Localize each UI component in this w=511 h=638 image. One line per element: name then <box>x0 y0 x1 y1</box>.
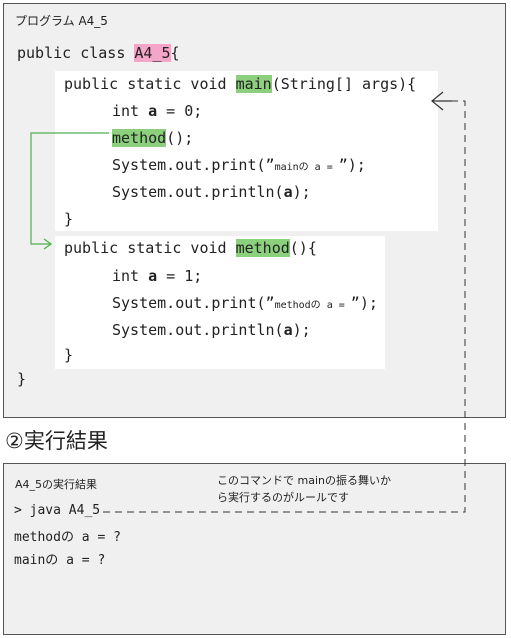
main-statement-call: method(); <box>112 129 193 147</box>
code-token: ”); <box>338 156 366 174</box>
main-method-name: main <box>235 75 272 93</box>
class-name: A4_5 <box>134 44 171 62</box>
class-open-brace: { <box>170 44 180 62</box>
output-line-main: mainの a = ? <box>14 553 106 568</box>
method-signature: public static void method(){ <box>64 239 317 257</box>
main-method-panel: public static void main(String[] args){ … <box>55 71 438 231</box>
code-token: System.out.println( <box>112 321 284 339</box>
main-statement-declare: int a = 0; <box>112 102 202 120</box>
result-title: A4_5の実行結果 <box>15 478 98 491</box>
code-token: ); <box>292 321 311 339</box>
method-close-brace: } <box>64 346 74 364</box>
class-declaration: public class A4_5{ <box>17 44 180 62</box>
variable-a: a <box>283 183 293 201</box>
method-call: method <box>112 129 167 147</box>
class-close-brace: } <box>17 370 27 388</box>
main-statement-print: System.out.print(”mainの a = ”); <box>112 156 366 177</box>
result-panel: A4_5の実行結果 このコマンドで mainの振る舞いか ら実行するのがルールで… <box>3 463 506 635</box>
method-statement-println: System.out.println(a); <box>112 321 311 339</box>
main-modifiers: public static void <box>64 75 236 93</box>
method-panel: public static void method(){ int a = 1; … <box>55 236 385 369</box>
code-token: = 0; <box>157 102 203 120</box>
main-statement-println: System.out.println(a); <box>112 183 311 201</box>
program-title: プログラム A4_5 <box>15 14 108 28</box>
code-token: = 1; <box>157 267 203 285</box>
string-literal: mainの a = <box>274 162 339 173</box>
method-params: (){ <box>289 239 317 257</box>
code-token: ”); <box>350 294 378 312</box>
variable-a: a <box>283 321 293 339</box>
command-line: > java A4_5 <box>14 503 101 518</box>
code-token: int <box>112 267 149 285</box>
string-literal: methodの a = <box>274 300 351 311</box>
code-token: System.out.print(” <box>112 156 275 174</box>
method-name: method <box>235 239 290 257</box>
variable-a: a <box>148 102 158 120</box>
variable-a: a <box>148 267 158 285</box>
main-signature: public static void main(String[] args){ <box>64 75 416 93</box>
result-heading: ②実行結果 <box>5 429 108 453</box>
code-token: System.out.println( <box>112 183 284 201</box>
note-line: このコマンドで mainの振る舞いか <box>217 474 391 487</box>
main-params: (String[] args){ <box>271 75 417 93</box>
method-modifiers: public static void <box>64 239 236 257</box>
main-close-brace: } <box>64 210 74 228</box>
output-line-method: methodの a = ? <box>14 530 121 545</box>
class-keyword: public class <box>17 44 135 62</box>
code-token: (); <box>166 129 194 147</box>
command-note: このコマンドで mainの振る舞いか ら実行するのがルールです <box>217 472 391 506</box>
method-statement-print: System.out.print(”methodの a = ”); <box>112 294 378 315</box>
code-token: ); <box>292 183 311 201</box>
program-panel: プログラム A4_5 public class A4_5{ public sta… <box>3 3 506 418</box>
code-token: int <box>112 102 149 120</box>
method-statement-declare: int a = 1; <box>112 267 202 285</box>
note-line: ら実行するのがルールです <box>217 491 349 504</box>
code-token: System.out.print(” <box>112 294 275 312</box>
